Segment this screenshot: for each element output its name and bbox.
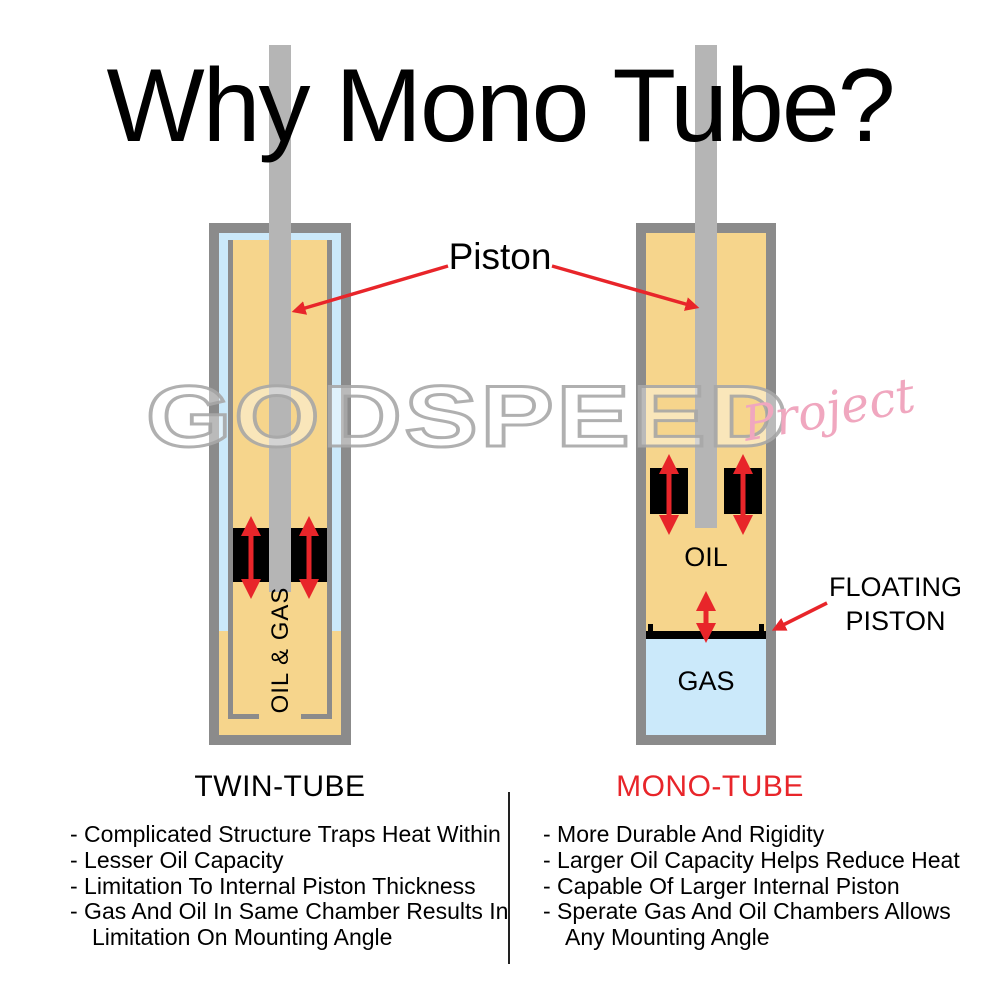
list-item: - Sperate Gas And Oil Chambers Allows [543,898,951,925]
mono-tube-heading: MONO-TUBE [616,770,804,803]
mono-piston-rod [695,45,717,528]
list-item: - Capable Of Larger Internal Piston [543,872,900,899]
page-title: Why Mono Tube? [106,48,895,164]
twin-tube-feature-list: - Complicated Structure Traps Heat Withi… [70,821,510,951]
mono-piston-seal-left [650,468,688,514]
twin-piston-seal-left [233,528,269,582]
list-item: - Limitation To Internal Piston Thicknes… [70,872,476,899]
twin-piston-rod [269,45,291,592]
floating-piston [646,624,766,639]
list-item: - Complicated Structure Traps Heat Withi… [70,821,501,847]
mono-piston-seal-right [724,468,762,514]
mono-tube-gas-chamber [646,639,766,735]
gas-label: GAS [677,666,735,696]
oil-label: OIL [684,542,728,572]
floating-piston-label-line2: PISTON [845,606,946,636]
twin-piston-seal-right [291,528,327,582]
godspeed-watermark: GODSPEED [144,368,791,467]
floating-piston-label-line1: FLOATING [828,572,962,602]
list-item-continuation: Any Mounting Angle [565,924,770,951]
list-item: - Gas And Oil In Same Chamber Results In [70,898,509,925]
list-item: - Larger Oil Capacity Helps Reduce Heat [543,846,960,873]
oil-and-gas-label: OIL & GAS [267,586,294,714]
list-item: - More Durable And Rigidity [543,821,825,847]
list-item-continuation: Limitation On Mounting Angle [92,924,393,951]
piston-callout-label: Piston [448,236,552,277]
mono-tube-feature-list: - More Durable And Rigidity - Larger Oil… [543,821,983,951]
list-item: - Lesser Oil Capacity [70,846,284,873]
twin-tube-heading: TWIN-TUBE [194,770,366,803]
floating-piston-callout-label: FLOATING PISTON [818,570,973,638]
inner-tube-foot-valve [301,714,327,719]
inner-tube-foot-valve [233,714,259,719]
column-divider [508,792,510,964]
